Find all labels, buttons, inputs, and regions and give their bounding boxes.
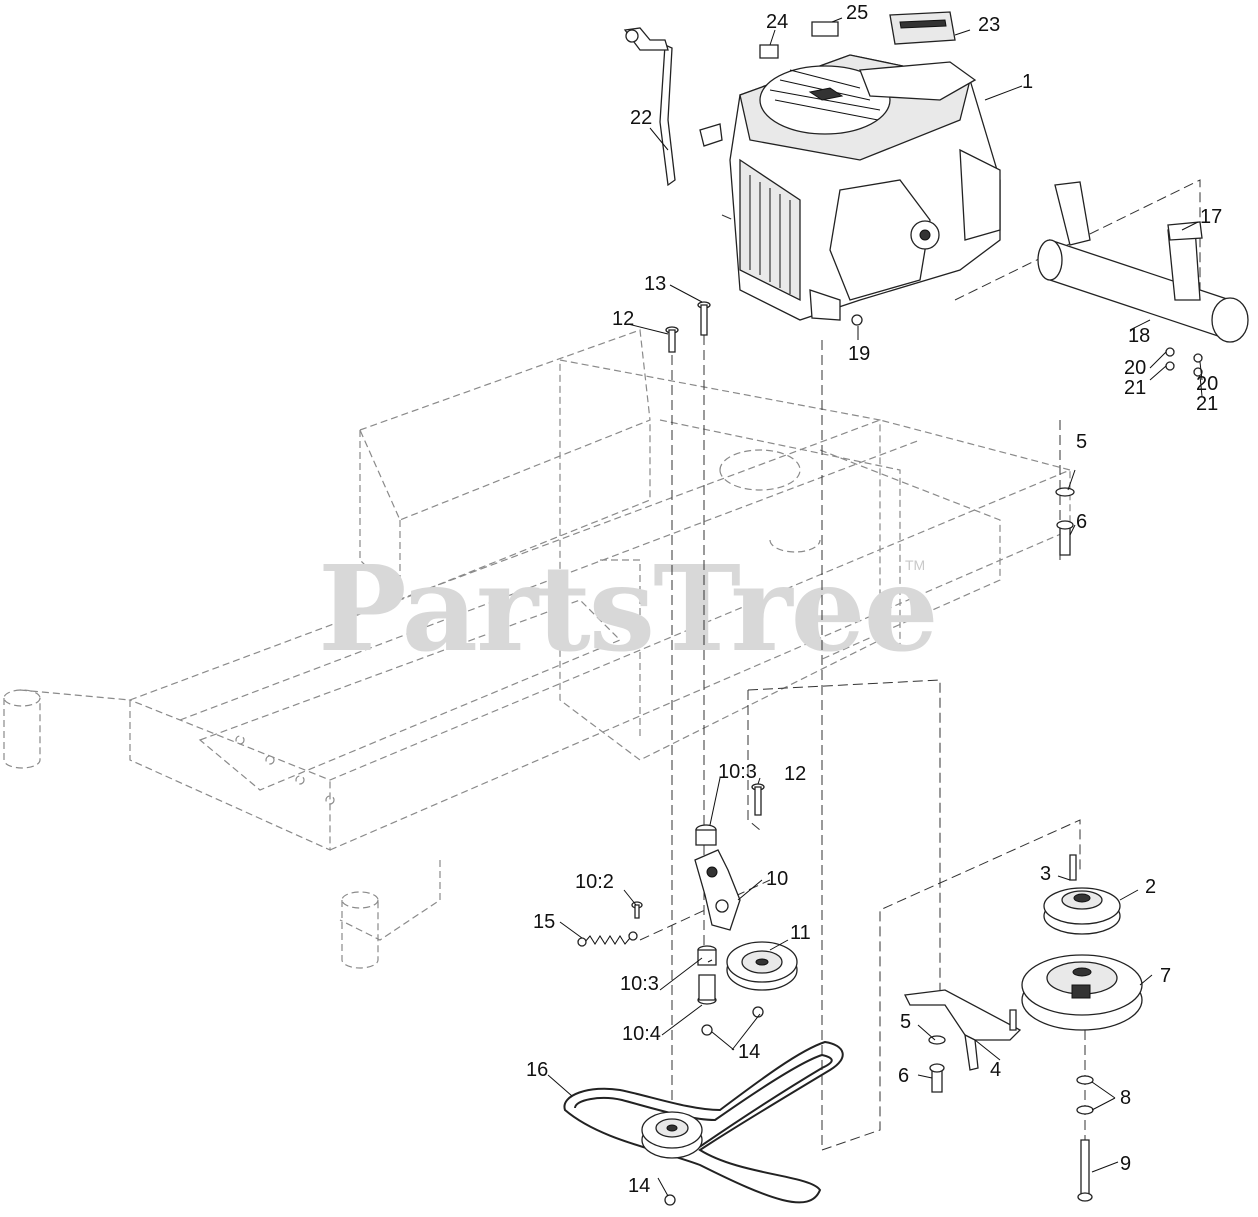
callout-labels: 1 2 3 4 5 5 6 6 7 8 9 10 10:2 10:3 10:3 … (526, 2, 1222, 1197)
callout-23: 23 (978, 14, 1000, 36)
idler-arm-assembly (631, 783, 765, 1036)
callout-22: 22 (630, 107, 652, 129)
callout-11: 11 (790, 922, 811, 944)
dipstick-tube (623, 27, 676, 187)
callout-10: 10 (766, 868, 788, 890)
callout-20: 20 (1124, 357, 1146, 379)
callout-2: 2 (1145, 876, 1156, 898)
callout-21: 21 (1124, 377, 1146, 399)
muffler (1037, 181, 1249, 343)
callout-20: 20 (1196, 373, 1218, 395)
callout-12: 12 (784, 763, 806, 785)
callout-1: 1 (1022, 71, 1033, 93)
callout-24: 24 (766, 11, 788, 33)
callout-16: 16 (526, 1059, 548, 1081)
callout-15: 15 (533, 911, 555, 933)
callout-21: 21 (1196, 393, 1218, 415)
callout-12: 12 (612, 308, 634, 330)
callout-10-3: 10:3 (718, 761, 757, 783)
callout-17: 17 (1200, 206, 1222, 228)
callout-7: 7 (1160, 965, 1171, 987)
callout-5: 5 (1076, 431, 1087, 453)
watermark-text: PartsTree (318, 539, 937, 678)
callout-10-2: 10:2 (575, 871, 614, 893)
callout-14: 14 (628, 1175, 650, 1197)
callout-13: 13 (644, 273, 666, 295)
drive-belt (563, 1040, 844, 1204)
leader-lines (547, 17, 1203, 1197)
callout-19: 19 (848, 343, 870, 365)
watermark-trademark: TM (905, 557, 925, 573)
pulley-clutch-stack (1021, 854, 1143, 1202)
tension-spring (577, 931, 638, 947)
idler-pulley (726, 941, 798, 1018)
callout-18: 18 (1128, 325, 1150, 347)
fasteners (665, 301, 1203, 1093)
drive-pulley (641, 1111, 703, 1206)
callout-14: 14 (738, 1041, 760, 1063)
callout-5: 5 (900, 1011, 911, 1033)
callout-6: 6 (1076, 511, 1087, 533)
decals (759, 11, 956, 59)
engine (699, 54, 1001, 321)
callout-10-4: 10:4 (622, 1023, 661, 1045)
partstree-watermark: PartsTree TM (318, 539, 939, 678)
callout-6: 6 (898, 1065, 909, 1087)
callout-25: 25 (846, 2, 868, 24)
callout-4: 4 (990, 1059, 1001, 1081)
mounting-bracket (904, 989, 1022, 1071)
callout-9: 9 (1120, 1153, 1131, 1175)
callout-10-3: 10:3 (620, 973, 659, 995)
callout-3: 3 (1040, 863, 1051, 885)
callout-8: 8 (1120, 1087, 1131, 1109)
